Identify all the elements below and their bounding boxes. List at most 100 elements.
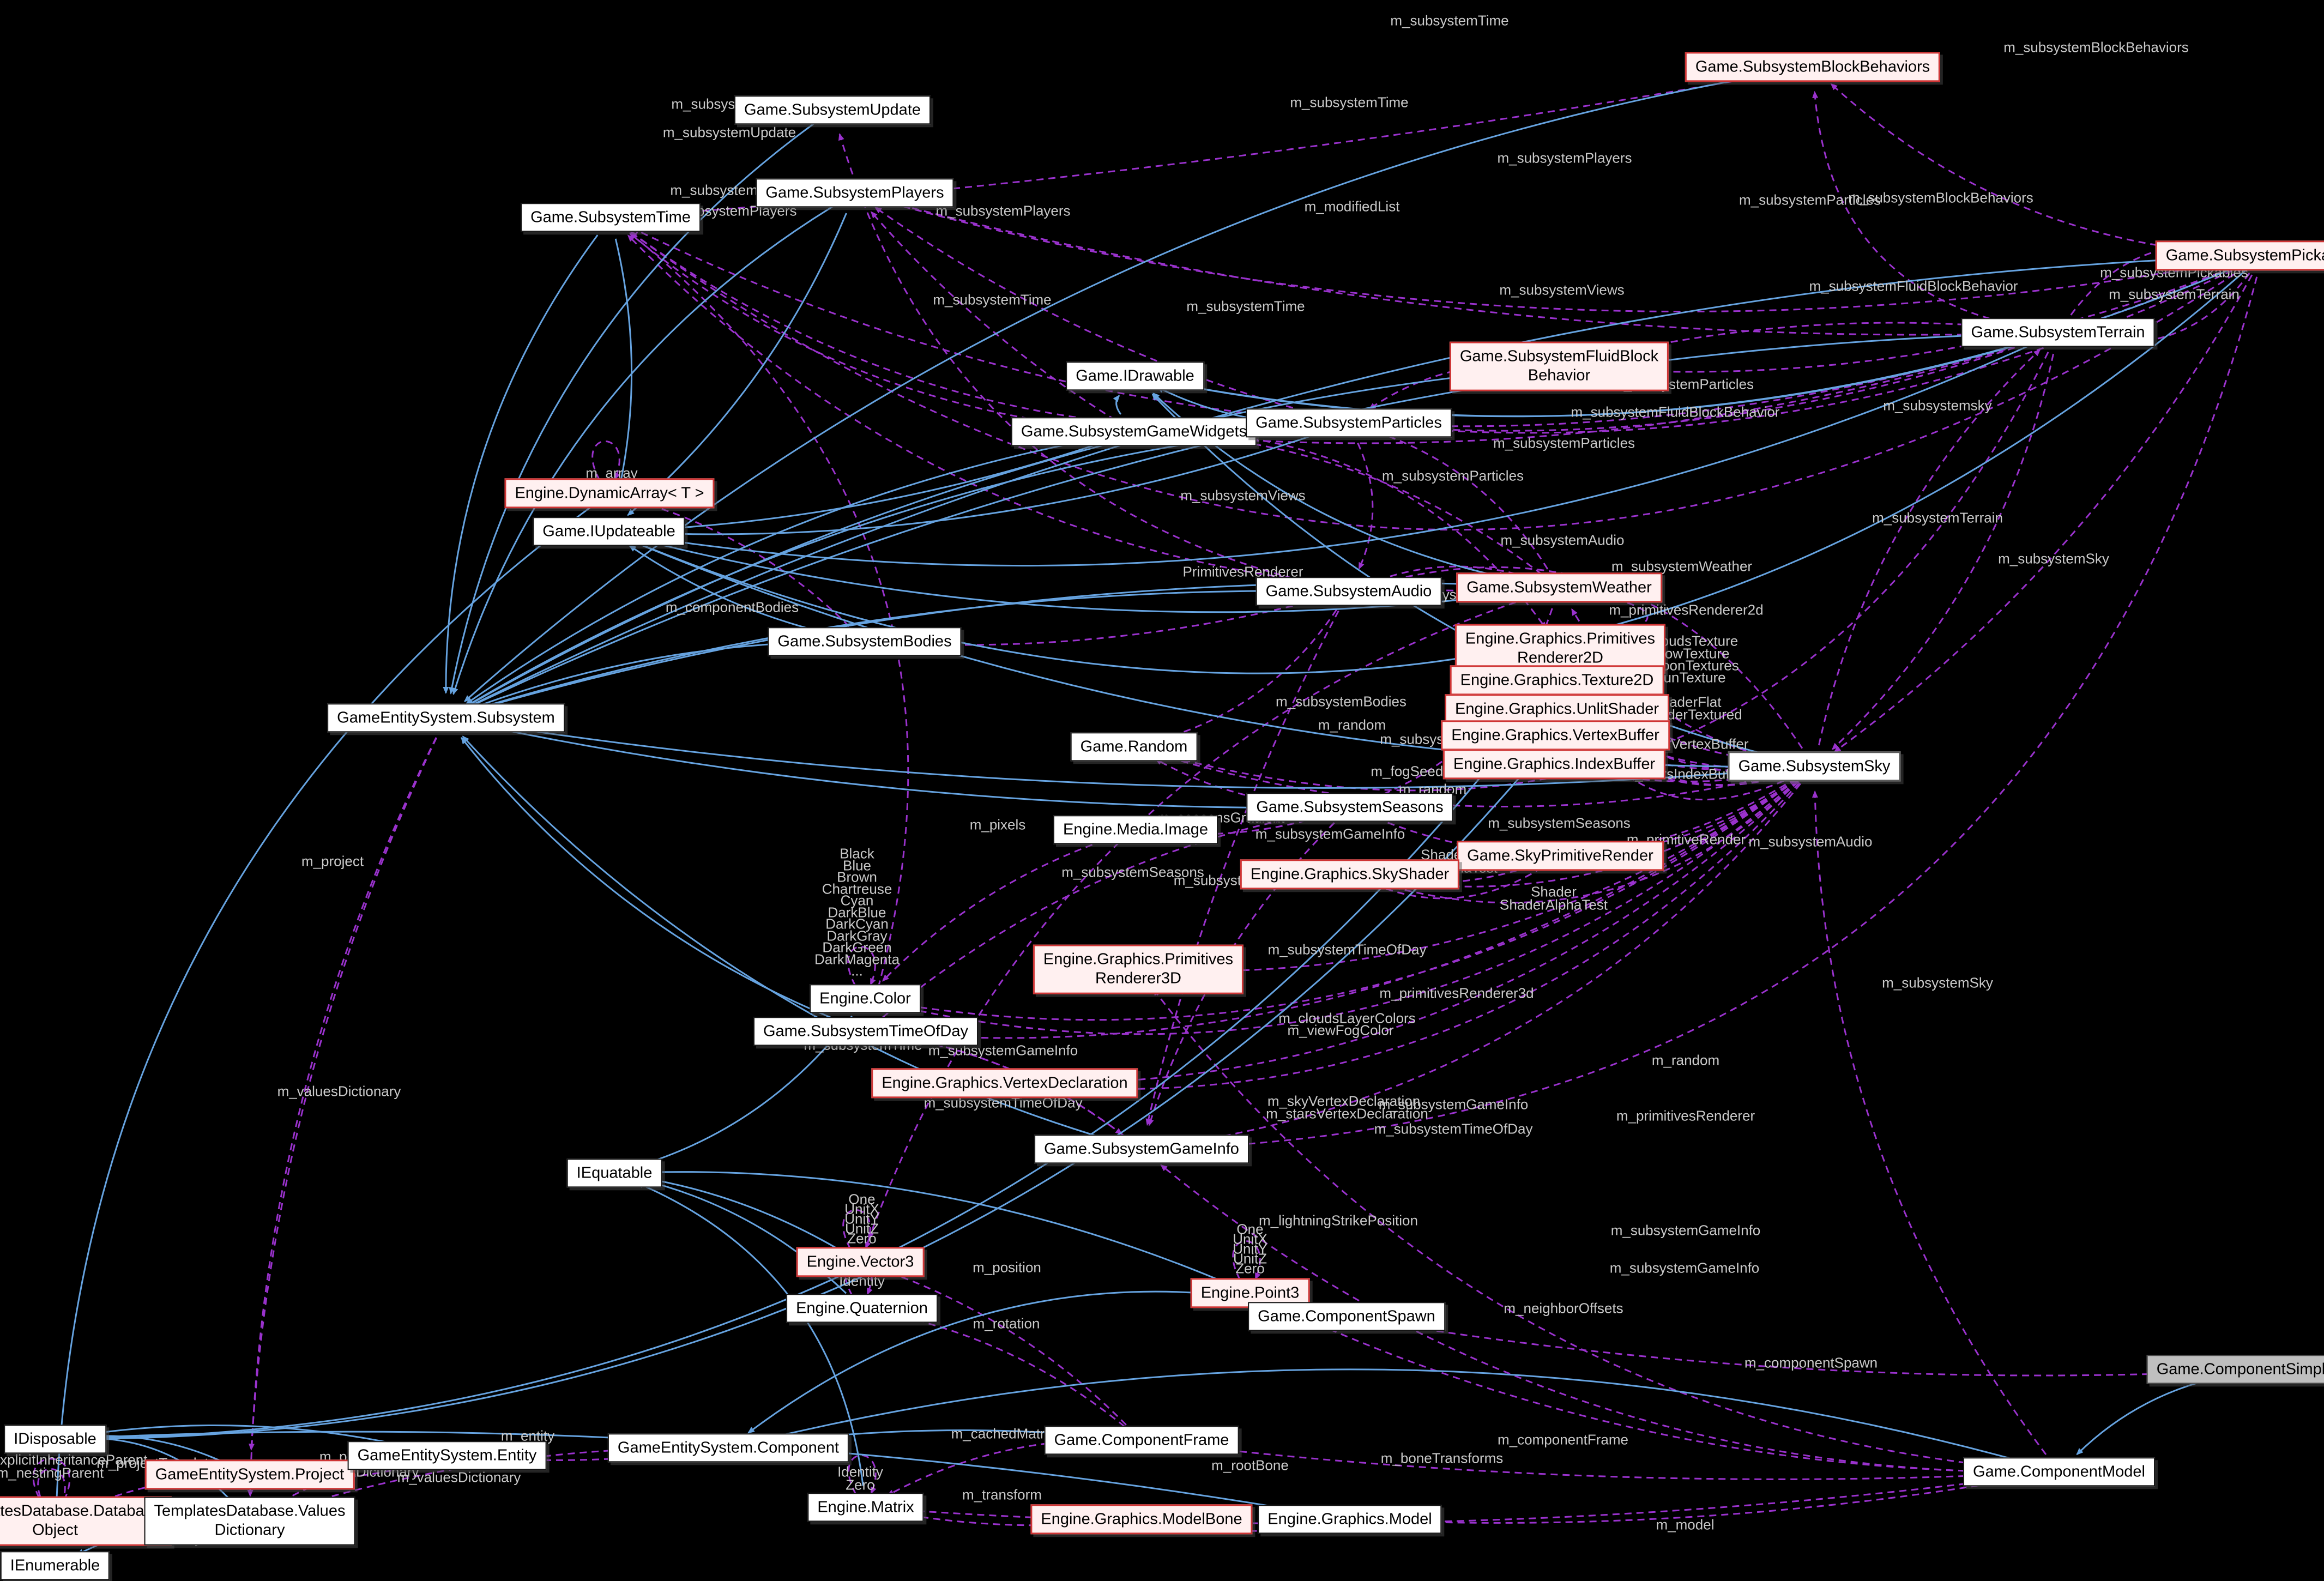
member-edge [889,779,1797,1039]
node-quaternion[interactable]: Engine.Quaternion [786,1294,938,1323]
node-entity-subsystem[interactable]: GameEntitySystem.Subsystem [327,703,565,733]
node-subsystem-terrain[interactable]: Game.SubsystemTerrain [1961,318,2155,347]
node-label: IEquatable [576,1164,653,1182]
node-subsystem-pickables[interactable]: Game.SubsystemPickables [2155,240,2324,271]
node-subsystem-time[interactable]: Game.SubsystemTime [521,203,701,232]
node-label: Game.SubsystemTime [530,208,691,226]
node-entity[interactable]: GameEntitySystem.Entity [347,1441,547,1470]
edge-label: m_subsystemFluidBlockBehavior [1571,403,1780,420]
edge-label: m_transform [962,1486,1042,1503]
node-label: Engine.Graphics.VertexBuffer [1451,726,1659,744]
edge-label: UnitY [844,1210,879,1227]
node-subsystem-particles[interactable]: Game.SubsystemParticles [1246,408,1452,438]
node-sky-primitive-render[interactable]: Game.SkyPrimitiveRender [1457,841,1664,871]
edge-label: m_subsystemTime [1390,12,1509,29]
node-vector3[interactable]: Engine.Vector3 [796,1247,925,1277]
edge-label: Chartreuse [822,880,892,897]
node-subsystem-time-of-day[interactable]: Game.SubsystemTimeOfDay [753,1017,979,1046]
node-label: Game.SubsystemPickables [2165,246,2324,264]
node-subsystem-weather[interactable]: Game.SubsystemWeather [1456,572,1662,603]
member-edge [1162,778,1797,974]
node-label: Engine.Media.Image [1063,820,1208,838]
edge-label: UnitX [1233,1230,1267,1247]
edge-label: m_neighborOffsets [1504,1300,1623,1317]
edge-label: m_subsystemGameInfo [1610,1222,1761,1239]
edge-label: Brown [837,868,877,885]
edge-label: m_subsystemBlockBehaviors [1848,189,2033,206]
edge-label: m_subsystemBlockBehaviors [2003,39,2189,56]
edge-label: m_primitivesRenderer3d [1379,985,1534,1001]
node-ienumerable[interactable]: IEnumerable [0,1551,110,1580]
edge-label: m_subsystemTimeOfDay [1374,1120,1533,1137]
node-subsystem-audio[interactable]: Game.SubsystemAudio [1255,577,1442,606]
node-subsystem-sky[interactable]: Game.SubsystemSky [1728,751,1901,782]
member-edge [1374,1475,2038,1524]
node-label: Engine.Graphics.Model [1267,1510,1432,1528]
member-edge [2081,273,2250,343]
edge-label: m_subsystemTime [1290,94,1409,111]
node-index-buffer[interactable]: Engine.Graphics.IndexBuffer [1442,749,1666,780]
edge-label: m_subsystemFluidBlockBehavior [1809,277,2018,294]
node-subsystem-players[interactable]: Game.SubsystemPlayers [756,178,954,208]
edge-label: m_viewFogColor [1287,1022,1394,1039]
edge-label: m_subsystemSeasons [1488,814,1631,831]
node-subsystem-bodies[interactable]: Game.SubsystemBodies [768,627,962,656]
node-label: Game.SubsystemPlayers [765,184,944,202]
node-matrix[interactable]: Engine.Matrix [807,1493,924,1522]
node-model[interactable]: Engine.Graphics.Model [1258,1505,1442,1534]
node-texture2d[interactable]: Engine.Graphics.Texture2D [1450,665,1664,696]
node-unlit-shader[interactable]: Engine.Graphics.UnlitShader [1445,694,1669,725]
node-random[interactable]: Game.Random [1070,732,1198,762]
member-edge [1372,867,1543,900]
node-vertex-declaration[interactable]: Engine.Graphics.VertexDeclaration [871,1068,1138,1099]
node-iequatable[interactable]: IEquatable [566,1158,662,1188]
node-dynamic-array[interactable]: Engine.DynamicArray< T > [504,478,715,509]
member-edge [1157,352,2049,792]
member-edge [591,440,620,481]
inheritance-edge [633,438,1114,533]
inheritance-edge [1158,337,2038,418]
edge-label: Shader [1531,883,1577,900]
edge-label: Zero [846,1476,875,1493]
node-label: Engine.Graphics.UnlitShader [1455,700,1659,718]
node-vertex-buffer[interactable]: Engine.Graphics.VertexBuffer [1441,720,1670,751]
node-component-model[interactable]: Game.ComponentModel [1963,1457,2155,1487]
node-label: Engine.Color [819,989,911,1007]
edge-label: m_rotation [973,1315,1040,1332]
node-subsystem-seasons[interactable]: Game.SubsystemSeasons [1246,793,1453,822]
edge-label: m_position [973,1259,1041,1276]
node-color[interactable]: Engine.Color [810,984,921,1013]
node-label: IDisposable [14,1430,96,1448]
node-label: GameEntitySystem.Entity [357,1446,537,1464]
node-label: Engine.Vector3 [806,1253,914,1271]
node-component-spawn[interactable]: Game.ComponentSpawn [1248,1302,1445,1331]
node-iupdateable[interactable]: Game.IUpdateable [533,517,685,546]
node-subsystem-game-info[interactable]: Game.SubsystemGameInfo [1034,1135,1249,1164]
node-sky-shader[interactable]: Engine.Graphics.SkyShader [1240,859,1460,890]
node-subsystem-block-behaviors[interactable]: Game.SubsystemBlockBehaviors [1685,52,1941,82]
node-subsystem-update[interactable]: Game.SubsystemUpdate [734,95,931,125]
node-idisposable[interactable]: IDisposable [4,1425,106,1454]
node-idrawable[interactable]: Game.IDrawable [1066,361,1204,391]
node-label: GameEntitySystem.Component [617,1439,840,1457]
node-subsystem-game-widgets[interactable]: Game.SubsystemGameWidgets [1011,417,1257,446]
node-project[interactable]: GameEntitySystem.Project [144,1459,355,1490]
edge-label: m_subsystemSky [1882,974,1993,991]
edge-label: DarkGray [826,927,888,944]
edge-label: Blue [842,857,872,874]
node-component-frame[interactable]: Game.ComponentFrame [1044,1426,1239,1455]
member-edge [632,499,850,627]
member-edge [1373,778,1797,888]
edge-label: m_componentSpawn [1744,1354,1878,1371]
member-edge [1357,442,1374,570]
node-media-image[interactable]: Engine.Media.Image [1053,815,1218,844]
node-model-bone[interactable]: Engine.Graphics.ModelBone [1030,1504,1253,1535]
node-component-simple-model[interactable]: Game.ComponentSimpleModel [2146,1355,2324,1384]
node-label: Game.SubsystemBodies [777,632,952,650]
node-component[interactable]: GameEntitySystem.Component [607,1433,849,1463]
